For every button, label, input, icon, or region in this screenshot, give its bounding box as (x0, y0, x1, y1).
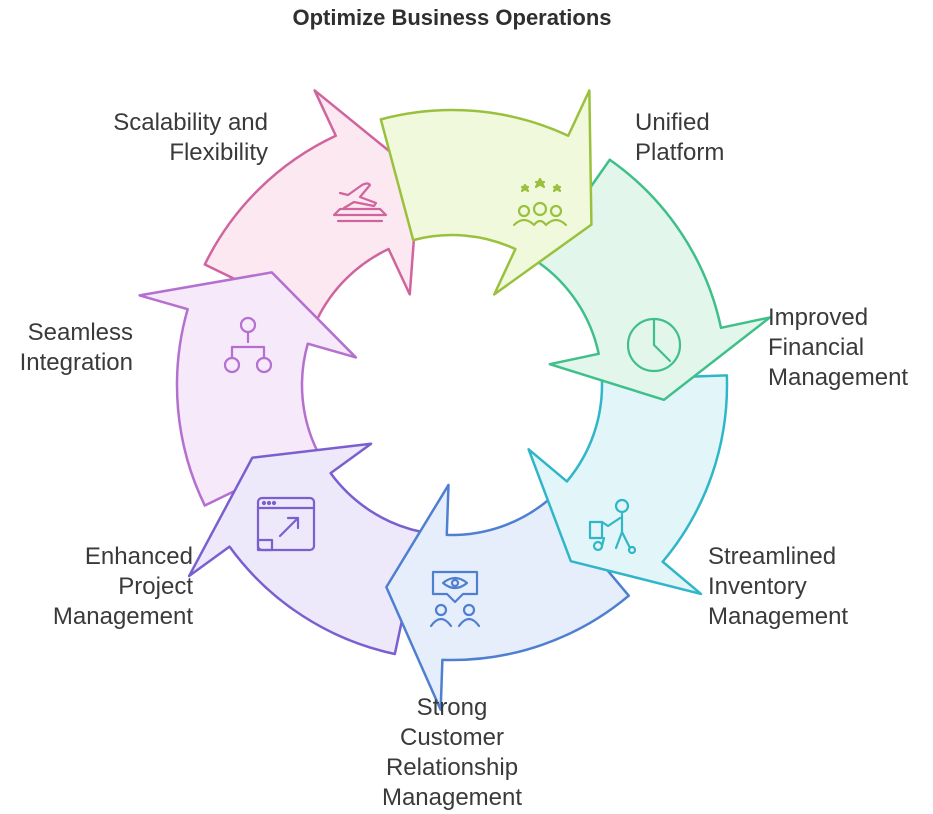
step-label-line: Financial (768, 334, 864, 361)
step-label-line: Inventory (708, 573, 807, 600)
pie-clock-icon (626, 317, 682, 373)
step-label-line: Customer (400, 724, 504, 751)
step-label-line: Enhanced (85, 543, 193, 570)
step-label-line: Integration (20, 349, 133, 376)
browser-window-icon (256, 496, 316, 552)
hand-truck-worker-icon (588, 498, 637, 555)
step-icons (223, 177, 682, 628)
cycle-arrow-3 (527, 374, 729, 596)
step-label-line: Streamlined (708, 543, 836, 570)
step-label-line: Management (768, 364, 908, 391)
step-label-line: Management (708, 603, 848, 630)
stars-community-icon (512, 177, 568, 227)
cycle-arrows (138, 89, 772, 712)
step-label-line: Improved (768, 304, 868, 331)
cycle-arrow-1 (379, 89, 593, 296)
step-label-line: Relationship (386, 754, 518, 781)
eye-customers-icon (429, 570, 481, 628)
cycle-arrow-7 (203, 89, 421, 321)
step-label-line: Project (118, 573, 193, 600)
page-title: Optimize Business Operations (292, 5, 611, 30)
step-label-line: Seamless (28, 319, 133, 346)
step-label-line: Management (382, 784, 522, 811)
network-nodes-icon (223, 316, 273, 374)
cycle-arrow-2 (536, 158, 772, 402)
step-label-line: Platform (635, 139, 724, 166)
step-label-line: Unified (635, 109, 710, 136)
step-label-line: Management (53, 603, 193, 630)
cycle-arrow-6 (138, 271, 358, 507)
step-label-line: Flexibility (169, 139, 268, 166)
cycle-arrow-5 (187, 442, 423, 656)
step-label-line: Scalability and (113, 109, 268, 136)
airplane-runway-icon (332, 182, 388, 223)
step-label-line: Strong (417, 694, 488, 721)
